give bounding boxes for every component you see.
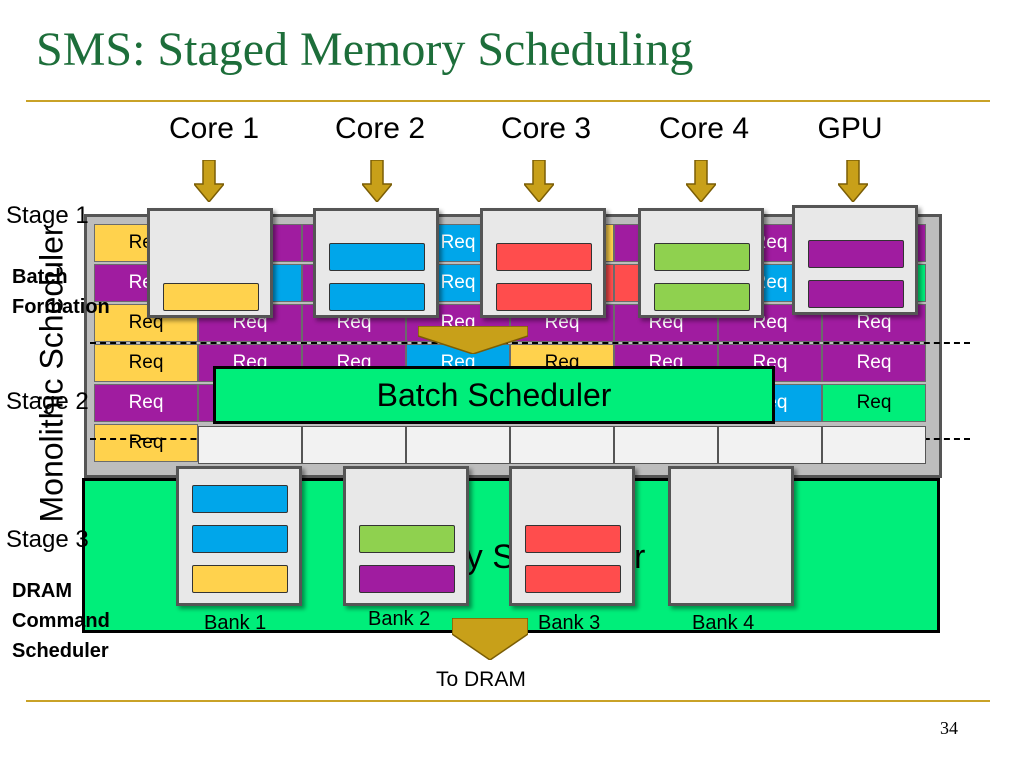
queued-request [654,243,750,271]
source-core-4: Core 4 [658,112,750,145]
batch-slot [614,426,718,464]
queued-request [329,243,425,271]
bank-3-queue [509,466,635,606]
queued-request [359,525,455,553]
batch-slot [302,426,406,464]
queued-request [525,525,621,553]
queued-request [192,485,288,513]
queued-request [808,280,904,308]
arrow-down-icon [362,160,392,202]
batch-slot [198,426,302,464]
stage-3-label: Stage 3 [6,526,89,553]
core-2-queue [313,208,439,318]
queued-request [654,283,750,311]
bottom-rule [26,700,990,702]
arrow-down-icon [686,160,716,202]
request-cell: Req [822,344,926,382]
queued-request [496,283,592,311]
queued-request [359,565,455,593]
queued-request [808,240,904,268]
arrow-down-icon [194,160,224,202]
queued-request [192,525,288,553]
source-core-3: Core 3 [500,112,592,145]
queued-request [525,565,621,593]
request-cell: Req [94,304,198,342]
bank-1-label: Bank 1 [204,612,267,634]
stage-divider [90,342,970,344]
batch-scheduler: Batch Scheduler [213,366,775,424]
gpu-queue [792,205,918,315]
queued-request [163,283,259,311]
stage-1-label: Stage 1 [6,202,89,229]
bank-1-queue [176,466,302,606]
arrow-down-icon [838,160,868,202]
arrow-down-icon [418,326,528,354]
core-4-queue [638,208,764,318]
request-cell: Req [94,384,198,422]
source-core-2: Core 2 [334,112,426,145]
page-number: 34 [940,718,958,738]
queued-request [329,283,425,311]
batch-formation-label: Batch Formation [12,266,110,318]
bank-2-label: Bank 2 [368,608,431,630]
slide-title: SMS: Staged Memory Scheduling [36,23,694,76]
batch-slot [510,426,614,464]
arrow-down-icon [524,160,554,202]
queued-request [192,565,288,593]
source-core-1: Core 1 [168,112,260,145]
batch-slot [718,426,822,464]
request-cell: Req [94,424,198,462]
bank-4-queue [668,466,794,606]
queued-request [496,243,592,271]
request-cell: Req [94,344,198,382]
stage-2-label: Stage 2 [6,388,89,415]
source-gpu: GPU [817,112,883,145]
dram-command-scheduler-label: DRAM Command Scheduler [12,580,110,662]
monolithic-scheduler-label: Monolithic Scheduler [33,225,70,523]
top-rule [26,100,990,102]
bank-3-label: Bank 3 [538,612,601,634]
core-3-queue [480,208,606,318]
to-dram-label: To DRAM [436,668,526,691]
bank-2-queue [343,466,469,606]
batch-slot [822,426,926,464]
request-cell: Req [822,384,926,422]
batch-slot [406,426,510,464]
bank-4-label: Bank 4 [692,612,755,634]
core-1-queue [147,208,273,318]
arrow-down-icon [452,618,528,660]
